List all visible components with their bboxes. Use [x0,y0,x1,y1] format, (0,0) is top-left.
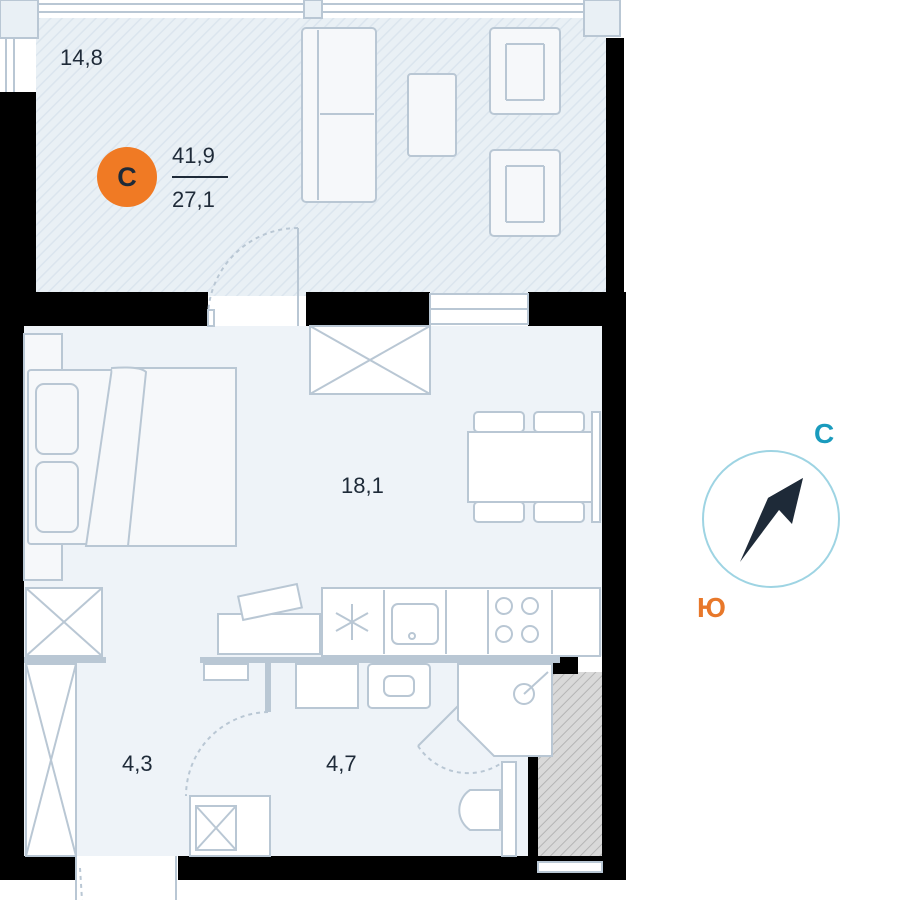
window-top [429,293,529,325]
bed [23,333,237,581]
room-area-hall: 4,3 [122,751,153,776]
wardrobe-top [309,325,431,395]
compass [702,450,840,588]
hall-wardrobe [25,587,103,857]
unit-living-area: 27,1 [172,187,215,212]
unit-class-badge: С [97,147,157,207]
unit-total-area: 41,9 [172,143,215,168]
compass-south-label: Ю [697,592,726,623]
partition [24,657,560,712]
compass-north-label: С [814,418,835,449]
dining-set [467,411,601,523]
walls [0,38,626,880]
bath-door [185,711,501,797]
fraction-divider [172,176,228,178]
room-area-living: 18,1 [341,473,384,498]
shaft-frame [537,861,603,873]
room-area-balcony: 14,8 [60,45,103,70]
snowflake-icon [335,604,369,640]
entrance-door [75,856,177,900]
room-area-bath: 4,7 [326,751,357,776]
bath-fixtures [189,663,553,857]
kitchen-counter [217,582,601,657]
balcony-furniture [301,27,561,237]
balcony-glazing [0,0,621,92]
balcony-door [206,227,299,327]
